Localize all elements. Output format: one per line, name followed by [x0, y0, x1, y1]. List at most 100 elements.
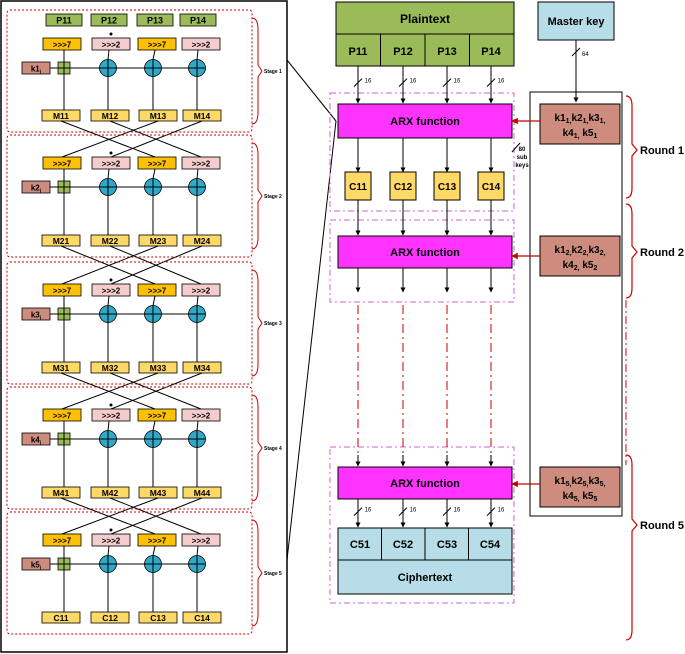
- cross-wire: [61, 120, 159, 158]
- stage-label: Stage 4: [264, 446, 282, 452]
- round-bracket: [625, 454, 638, 641]
- round-key-line1: k11,k21,k31,: [555, 113, 606, 125]
- stage-output-label: M32: [102, 363, 119, 373]
- plaintext-cell-4: P14: [481, 46, 501, 58]
- rotate-label: >>>2: [102, 160, 121, 169]
- round1-output-label: C13: [438, 182, 457, 193]
- cross-wire: [60, 120, 156, 158]
- rotate-left-box: [181, 533, 221, 547]
- stage-input-block: [45, 13, 83, 27]
- round1-output-label: C12: [394, 182, 413, 193]
- rotate-right-box: [137, 408, 177, 422]
- stage-frame: [6, 511, 253, 635]
- wire-junction: [109, 403, 113, 407]
- plaintext-cell-2: P12: [393, 46, 413, 58]
- stage-output-label: M42: [102, 488, 119, 498]
- rotate-right-box: [42, 283, 82, 297]
- rotate-left-box: [181, 408, 221, 422]
- rotate-right-box: [42, 156, 82, 170]
- round-key-line2: k45, k55: [563, 491, 598, 503]
- bus-width-label: 16: [410, 508, 417, 514]
- arx-function-round2: [337, 235, 513, 269]
- rotate-right-box: [137, 283, 177, 297]
- stage-output-label: M12: [102, 111, 119, 121]
- stage-output-label: M34: [194, 363, 211, 373]
- bus-width-tick: [398, 78, 408, 88]
- rotate-label: >>>7: [148, 287, 167, 296]
- round1-output-block: [477, 171, 505, 201]
- stage-input-label: P14: [190, 16, 206, 26]
- rotate-left-box: [181, 37, 221, 51]
- bus-width-tick: [442, 507, 452, 516]
- rotate-left-box: [181, 283, 221, 297]
- rotate-label: >>>7: [148, 412, 167, 421]
- sub-keys-word2: keys: [515, 163, 529, 169]
- rotate-label: >>>7: [53, 160, 72, 169]
- round1-output-label: C11: [349, 182, 367, 193]
- bus-width-label: 16: [498, 79, 505, 85]
- rotate-label: >>>2: [192, 412, 211, 421]
- cross-wire: [61, 372, 159, 410]
- stage-label: Stage 3: [264, 321, 282, 327]
- bus-width-tick: [442, 78, 452, 88]
- round-bracket: [625, 95, 638, 199]
- wire: [152, 545, 156, 556]
- stage-output-label: C11: [53, 613, 68, 623]
- stage-input-label: P11: [56, 16, 72, 26]
- stage-output-label: M21: [53, 236, 70, 246]
- round-key-line1: k12,k22,k32,: [555, 245, 606, 257]
- rotate-label: >>>2: [192, 41, 211, 50]
- stage-output-label: M13: [150, 111, 167, 121]
- arx-function-round5: [337, 466, 513, 500]
- rotate-left-box: [91, 37, 131, 51]
- stage-label: Stage 5: [264, 571, 282, 577]
- stage-output-label: C14: [194, 613, 210, 623]
- rotate-left-box: [91, 533, 131, 547]
- wire-junction: [109, 151, 113, 155]
- rotate-label: >>>7: [148, 160, 167, 169]
- round2-frame: [329, 219, 515, 303]
- stage-output-label: C13: [150, 613, 166, 623]
- round-key-line1: k15,k25,k35,: [555, 476, 606, 488]
- stage-frame: [6, 261, 253, 385]
- stage-frame: [6, 9, 253, 133]
- bus-width-tick: [486, 507, 496, 516]
- round-label-2: Round 2: [640, 247, 684, 259]
- rotate-right-box: [137, 156, 177, 170]
- round-key-box-5: [539, 466, 621, 508]
- stage-output-label: M24: [194, 236, 211, 246]
- rotate-label: >>>2: [192, 537, 211, 546]
- cross-wire: [61, 245, 159, 285]
- stage-bracket: [251, 17, 263, 125]
- rotate-right-box: [42, 533, 82, 547]
- rotate-right-box: [42, 37, 82, 51]
- stage-output-label: M14: [194, 111, 211, 121]
- ciphertext-cell-4: C54: [480, 539, 501, 551]
- stage-key-label: k4i: [31, 436, 42, 447]
- rotate-left-box: [91, 156, 131, 170]
- rotate-left-box: [91, 408, 131, 422]
- stage-output-block: [90, 611, 130, 624]
- stage-output-label: M44: [194, 488, 211, 498]
- stage-input-block: [136, 13, 174, 27]
- cross-wire: [110, 497, 203, 535]
- round5-frame: [329, 446, 515, 604]
- wire: [107, 420, 110, 431]
- detail-panel-frame: [0, 0, 288, 653]
- rotate-right-box: [137, 37, 177, 51]
- round1-output-block: [433, 171, 461, 201]
- rotate-label: >>>7: [53, 41, 72, 50]
- round-key-box-2: [539, 235, 621, 277]
- cross-wire: [110, 245, 203, 285]
- stage-key-label: k1i: [31, 65, 42, 76]
- wire: [196, 295, 199, 306]
- stage-output-label: M43: [150, 488, 167, 498]
- wire: [196, 545, 199, 556]
- stage-label: Stage 2: [264, 194, 282, 200]
- round-bracket: [625, 203, 638, 299]
- wire: [107, 168, 110, 179]
- ciphertext-cell-2: C52: [393, 539, 413, 551]
